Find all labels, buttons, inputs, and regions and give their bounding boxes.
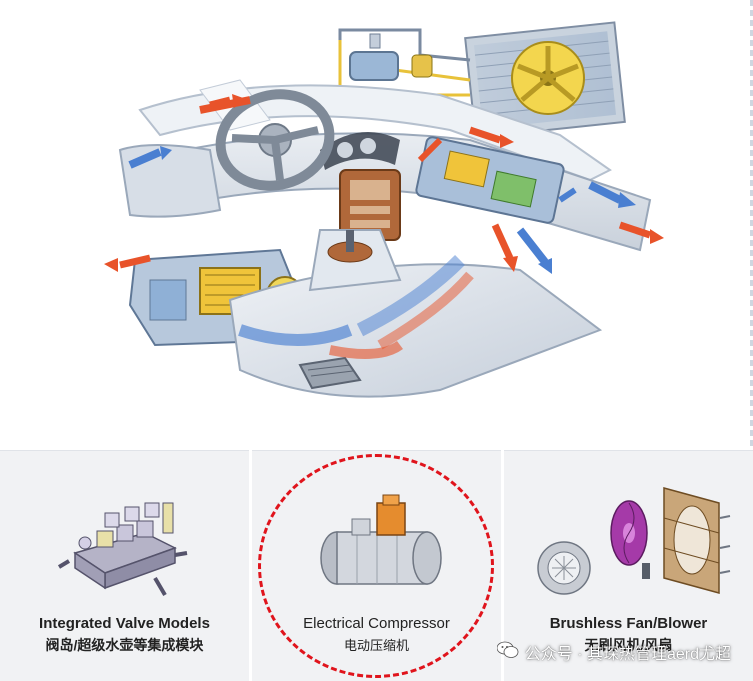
valve-module-illustration (0, 473, 249, 613)
panel-label-zh: 电动压缩机 (343, 638, 409, 653)
door-panel (118, 144, 222, 218)
fan-blower-illustration (504, 473, 753, 613)
product-panels: Integrated Valve Models 阀岛/超级水壶等集成模块 Ele… (0, 450, 753, 681)
fan-blower-icon (536, 487, 730, 595)
airflow-arrows (104, 94, 664, 359)
radiator-module (464, 21, 626, 139)
panel-label-zh: 无刷风机/风扇 (584, 637, 673, 653)
image-edge-decoration (750, 0, 753, 450)
refrigerant-lines (338, 28, 471, 97)
panel-label-en: Integrated Valve Models (39, 615, 210, 632)
watermark-text: 公众号 · 其琛热管理aerd尤超 (524, 646, 731, 663)
panel-brushless-fan: Brushless Fan/Blower 无刷风机/风扇 (504, 450, 753, 681)
panel-label-en: Electrical Compressor (303, 615, 450, 632)
vehicle-hvac-illustration (104, 0, 753, 450)
panel-label-zh: 阀岛/超级水壶等集成模块 (45, 637, 204, 653)
panel-integrated-valve: Integrated Valve Models 阀岛/超级水壶等集成模块 (0, 450, 249, 681)
floor-area (228, 229, 603, 398)
valve-module-icon (57, 502, 187, 597)
dashboard (138, 132, 652, 252)
panel-electrical-compressor: Electrical Compressor 电动压缩机 (252, 450, 501, 681)
compressor-illustration (252, 473, 501, 613)
panel-label-en: Brushless Fan/Blower (549, 615, 708, 632)
wechat-icon (496, 641, 519, 664)
car-interior-cutaway (104, 21, 664, 398)
compressor-icon (319, 494, 442, 585)
watermark: 公众号 · 其琛热管理aerd尤超 (496, 640, 731, 664)
steering-wheel (215, 89, 335, 191)
